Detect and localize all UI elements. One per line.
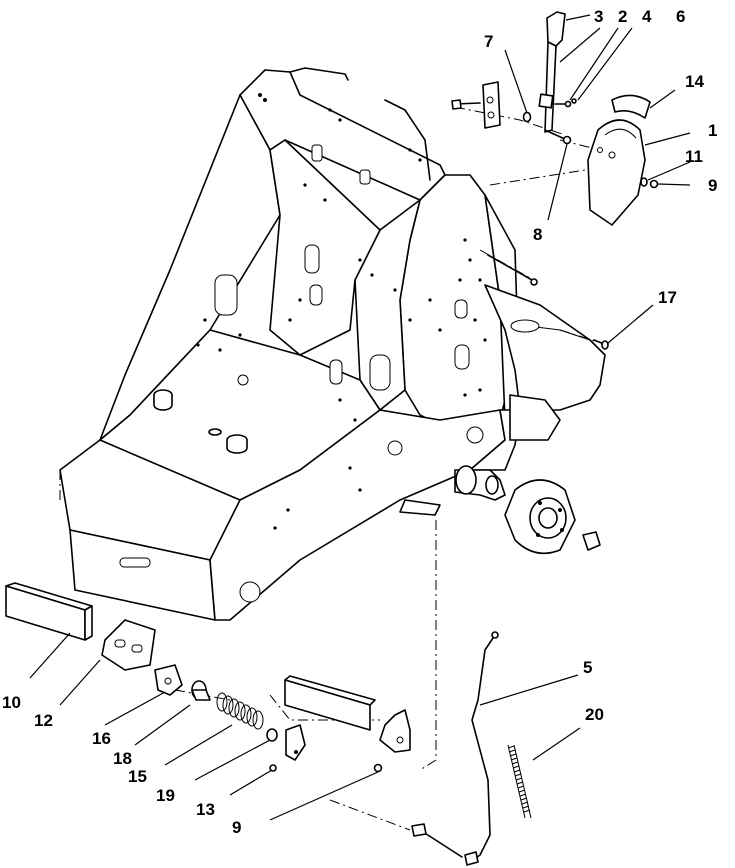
callout-3: 3 — [594, 7, 603, 26]
stop-assembly — [5, 582, 411, 773]
callout-5: 5 — [583, 658, 592, 677]
callout-7: 7 — [484, 32, 493, 51]
callout-9-upper: 9 — [708, 176, 717, 195]
callout-18: 18 — [113, 749, 132, 768]
callout-20: 20 — [585, 705, 604, 724]
callout-16: 16 — [92, 729, 111, 748]
callout-12: 12 — [34, 711, 53, 730]
callout-17: 17 — [658, 288, 677, 307]
callout-14: 14 — [685, 72, 704, 91]
callout-13: 13 — [196, 800, 215, 819]
hub-assembly — [399, 465, 601, 555]
callout-11: 11 — [685, 147, 703, 166]
leader-lines — [29, 14, 691, 821]
callout-19: 19 — [156, 786, 175, 805]
screw-17 — [593, 339, 609, 350]
callout-4: 4 — [642, 7, 652, 26]
cable-assembly — [411, 631, 532, 866]
callout-6: 6 — [676, 7, 685, 26]
spring-20 — [507, 744, 532, 819]
main-frame — [59, 67, 606, 621]
callout-8: 8 — [533, 225, 542, 244]
callout-9-lower: 9 — [232, 818, 241, 837]
callout-15: 15 — [128, 767, 147, 786]
callout-2: 2 — [618, 7, 627, 26]
long-bolt — [487, 254, 533, 281]
callout-10: 10 — [2, 693, 21, 712]
lever-assembly — [451, 11, 659, 226]
callout-labels: 3 2 4 6 7 14 1 11 9 8 17 5 20 10 12 16 1… — [2, 7, 717, 837]
callout-1: 1 — [708, 121, 717, 140]
